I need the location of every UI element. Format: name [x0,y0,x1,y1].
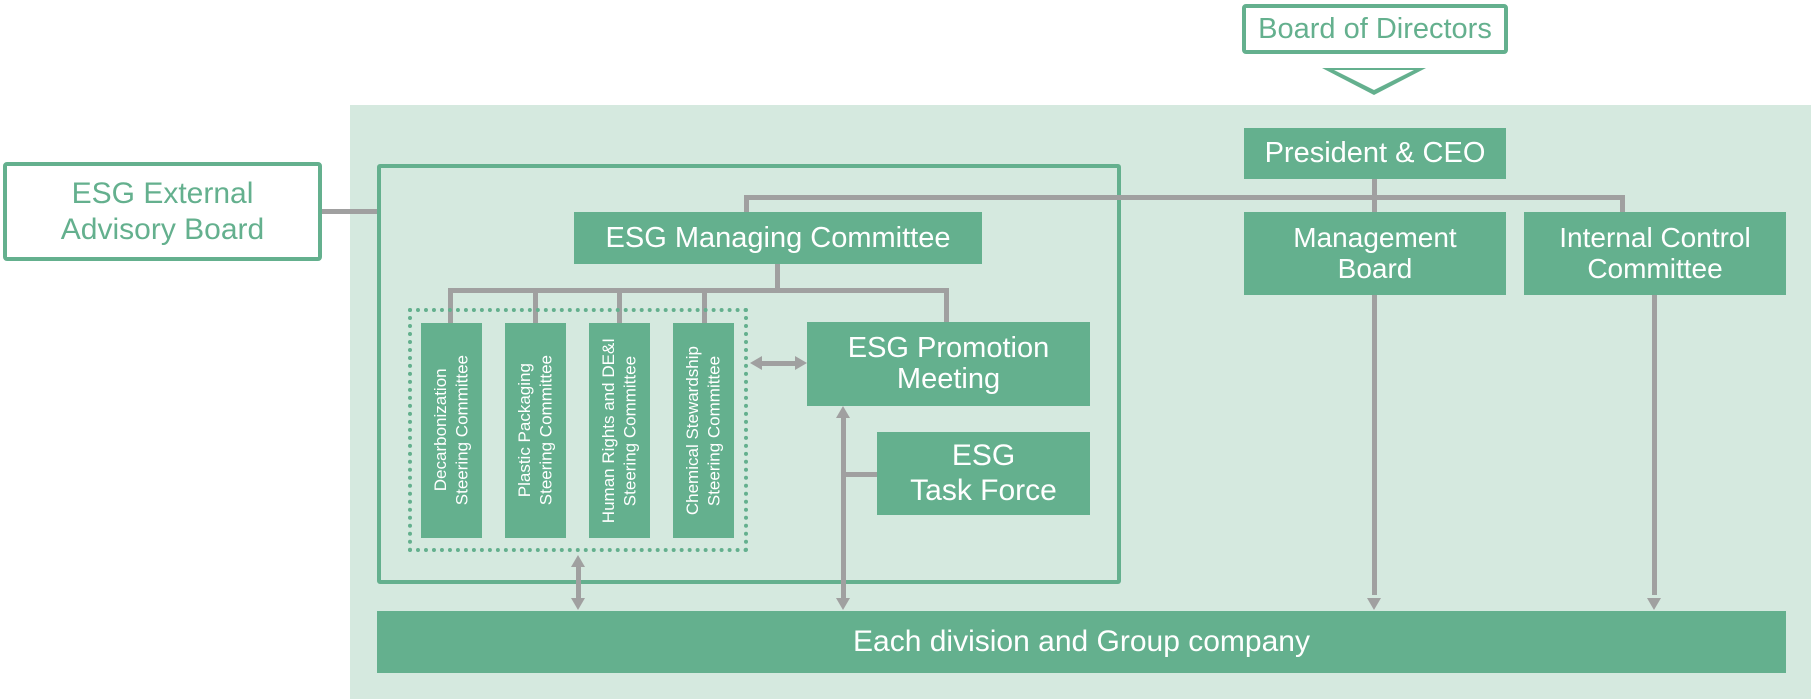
management-board-box: Management Board [1244,212,1506,295]
president-ceo-box: President & CEO [1244,128,1506,179]
task-force-connector [841,472,877,477]
steering-drop-line-4 [702,288,707,325]
board-of-directors-box: Board of Directors [1242,4,1508,54]
esg-promotion-meeting-label: ESG Promotion Meeting [847,331,1050,395]
managing-committee-down-line [775,264,780,291]
steering-drop-line-1 [448,288,453,325]
committee-branch-line [448,288,949,293]
steering-vertical-line [576,565,581,600]
esg-external-advisory-board-box: ESG External Advisory Board [3,162,322,261]
promotion-drop-line [944,288,949,322]
steering-committee-plastic-packaging: Plastic Packaging Steering Committee [505,323,566,538]
steering-up-arrow-icon [571,555,585,567]
each-division-group-company-label: Each division and Group company [853,625,1310,659]
ceo-horizontal-line [744,195,1625,200]
board-of-directors-label: Board of Directors [1258,12,1492,45]
advisory-connector [322,209,379,214]
steering-committee-label: Decarbonization Steering Committee [431,355,472,506]
internal-control-drop-line [1620,195,1625,213]
steering-committee-human-rights: Human Rights and DE&I Steering Committee [589,323,650,538]
internal-control-down-line [1652,295,1657,595]
steering-committee-label: Plastic Packaging Steering Committee [515,355,556,506]
each-division-group-company-bar: Each division and Group company [377,611,1786,673]
esg-managing-committee-label: ESG Managing Committee [605,221,951,254]
esg-external-advisory-board-label: ESG External Advisory Board [60,176,265,246]
steering-committee-label: Human Rights and DE&I Steering Committee [599,337,640,524]
esg-structure-frame [377,164,1121,584]
esg-task-force-label: ESG Task Force [910,439,1057,507]
steering-committee-decarbonization: Decarbonization Steering Committee [421,323,482,538]
esg-managing-committee-box: ESG Managing Committee [574,212,982,264]
steering-committees-group [408,308,748,552]
triangle-inner [1334,70,1414,90]
management-board-label: Management Board [1293,222,1457,284]
steering-committee-label: Chemical Stewardship Steering Committee [683,345,724,516]
internal-control-committee-box: Internal Control Committee [1524,212,1786,295]
management-board-down-line [1372,295,1377,595]
steering-drop-line-2 [533,288,538,325]
steering-committee-chemical-stewardship: Chemical Stewardship Steering Committee [673,323,734,538]
internal-control-committee-label: Internal Control Committee [1559,222,1751,284]
double-arrow-shaft [760,361,795,366]
internal-control-arrow-icon [1647,598,1661,610]
double-arrow-right-icon [795,356,807,370]
steering-drop-line-3 [617,288,622,325]
promotion-vertical-line [841,416,846,600]
esg-promotion-meeting-box: ESG Promotion Meeting [807,322,1090,406]
esg-task-force-box: ESG Task Force [877,432,1090,515]
management-board-arrow-icon [1367,598,1381,610]
esg-managing-drop-line [744,195,749,213]
promotion-down-arrow-icon [836,598,850,610]
promotion-up-arrow-icon [836,406,850,418]
president-ceo-label: President & CEO [1264,137,1486,170]
double-arrow-left-icon [750,356,762,370]
steering-down-arrow-icon [571,598,585,610]
